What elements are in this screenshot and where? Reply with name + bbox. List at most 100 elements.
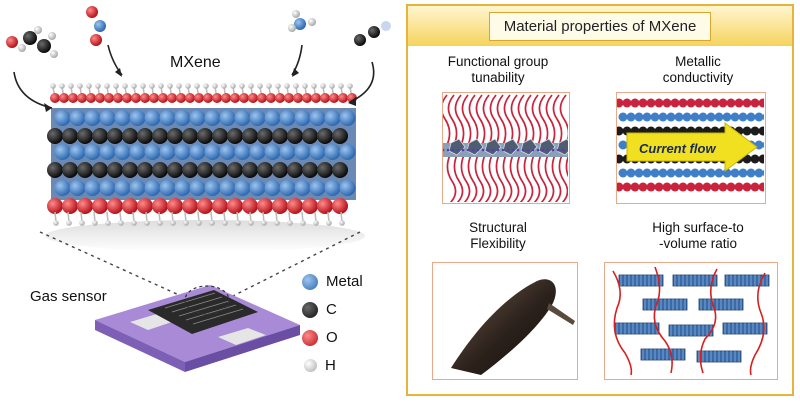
- tweezer: [547, 303, 575, 325]
- atom: [227, 128, 243, 144]
- atom: [339, 180, 356, 196]
- atom: [122, 198, 138, 214]
- legend-item-hydrogen: H: [302, 357, 336, 374]
- property-label-flexibility-line2: Flexibility: [470, 236, 526, 251]
- atom: [257, 93, 267, 103]
- atom: [174, 110, 191, 126]
- atom: [62, 128, 78, 144]
- property-label-functional-group-line1: Functional group: [447, 54, 549, 69]
- hydrogen-atom: [92, 220, 98, 226]
- atom: [294, 144, 311, 160]
- atom: [302, 93, 312, 103]
- molecule-atom: [86, 6, 98, 18]
- atom: [174, 144, 191, 160]
- atom: [114, 180, 131, 196]
- sensing-chip: [148, 290, 258, 334]
- molecule-atom: [308, 18, 316, 26]
- atom: [159, 144, 176, 160]
- atom: [317, 128, 333, 144]
- properties-header-bar: Material properties of MXene: [408, 6, 792, 46]
- atom: [279, 110, 296, 126]
- atom: [248, 93, 258, 103]
- atom: [167, 128, 183, 144]
- atom: [324, 144, 341, 160]
- atom: [287, 162, 303, 178]
- atom: [332, 128, 348, 144]
- hydrogen-atom: [248, 83, 254, 89]
- hydrogen-atom: [222, 220, 228, 226]
- atom: [84, 180, 101, 196]
- atom: [84, 110, 101, 126]
- hydrogen-atom: [158, 83, 164, 89]
- atom: [182, 128, 198, 144]
- atom: [182, 198, 198, 214]
- legend-label-carbon: C: [326, 301, 337, 318]
- atom: [234, 144, 251, 160]
- atom: [47, 162, 63, 178]
- hydrogen-atom: [140, 83, 146, 89]
- atom: [239, 93, 249, 103]
- atom: [140, 93, 150, 103]
- molecule-atom: [354, 34, 366, 46]
- atom: [59, 93, 69, 103]
- atom: [69, 110, 86, 126]
- atom: [137, 198, 153, 214]
- atom: [272, 198, 288, 214]
- bent-sheet: [451, 279, 556, 375]
- atom: [86, 93, 96, 103]
- atom: [219, 180, 236, 196]
- atom: [242, 198, 258, 214]
- hydrogen-atom: [183, 220, 189, 226]
- atom: [69, 180, 86, 196]
- atom: [309, 144, 326, 160]
- property-label-surface-ratio: High surface-to -volume ratio: [618, 220, 778, 252]
- atom: [302, 128, 318, 144]
- molecule-atom: [6, 36, 18, 48]
- hydrogen-atom: [274, 220, 280, 226]
- atom: [249, 110, 266, 126]
- hydrogen-atom: [326, 220, 332, 226]
- property-label-surface-ratio-line1: High surface-to: [652, 220, 744, 235]
- atom: [99, 110, 116, 126]
- atom: [257, 198, 273, 214]
- hydrogen-atom: [144, 220, 150, 226]
- atom: [332, 162, 348, 178]
- hydrogen-atom: [320, 83, 326, 89]
- substrate-front-right: [185, 325, 300, 372]
- atom: [114, 110, 131, 126]
- hydrogen-atom: [50, 83, 56, 89]
- atom: [242, 128, 258, 144]
- atom: [249, 180, 266, 196]
- conductivity-drawing: Current flow: [617, 98, 765, 192]
- hydrogen-atom: [131, 220, 137, 226]
- property-label-surface-ratio-line2: -volume ratio: [658, 236, 738, 251]
- molecule-atom: [90, 34, 102, 46]
- atom: [227, 162, 243, 178]
- arrow-head-4: [348, 97, 356, 106]
- hydrogen-atom: [313, 220, 319, 226]
- atom: [68, 93, 78, 103]
- atom: [293, 93, 303, 103]
- atom: [167, 93, 177, 103]
- gas-flow-paths: [612, 266, 766, 376]
- hydrogen-atom: [230, 83, 236, 89]
- atom: [257, 128, 273, 144]
- atom: [339, 144, 356, 160]
- current-flow-text: Current flow: [639, 141, 716, 156]
- hydrogen-atom: [122, 83, 128, 89]
- hydrogen-atom: [311, 83, 317, 89]
- atom: [264, 110, 281, 126]
- atom: [320, 93, 330, 103]
- hydrogen-atom: [248, 220, 254, 226]
- atom: [272, 128, 288, 144]
- atom: [324, 180, 341, 196]
- molecule-atom: [34, 26, 42, 34]
- atom: [62, 162, 78, 178]
- atom: [149, 93, 159, 103]
- flexibility-drawing: [451, 279, 575, 375]
- atom: [144, 144, 161, 160]
- hydrogen-atom: [68, 83, 74, 89]
- atom: [227, 198, 243, 214]
- hydrogen-atom: [157, 220, 163, 226]
- stacked-flakes: [614, 274, 770, 363]
